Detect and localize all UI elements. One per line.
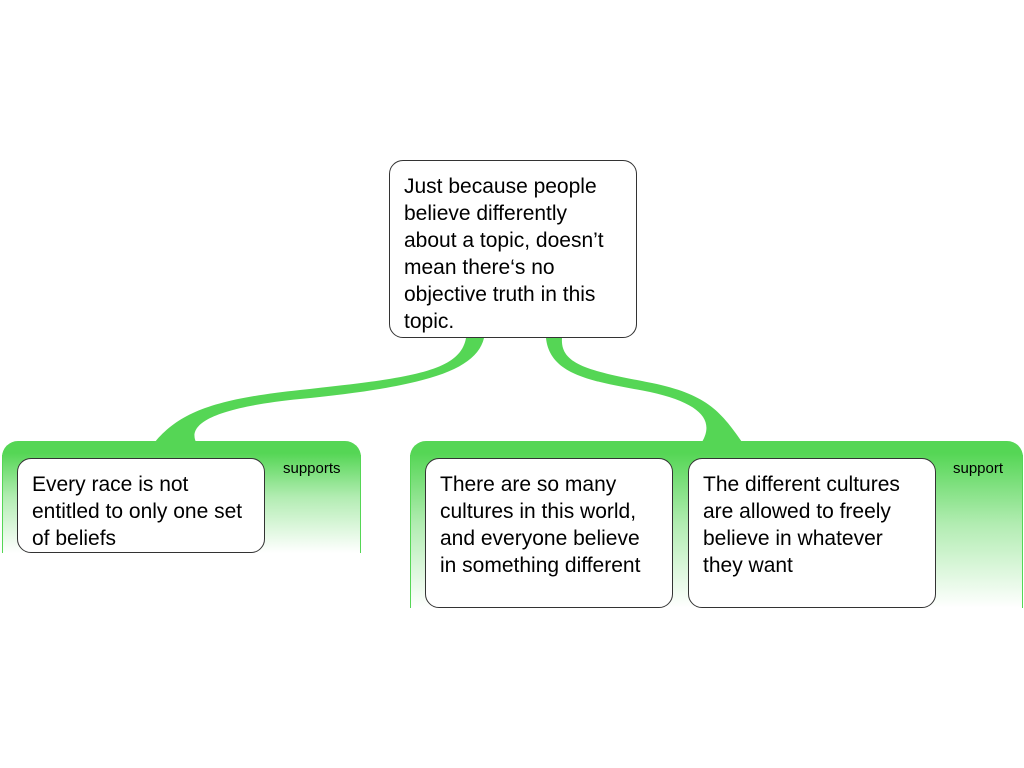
claim-box[interactable]: There are so many cultures in this world… — [425, 458, 673, 608]
relation-label-left: supports — [283, 460, 341, 477]
connector-left — [155, 338, 484, 442]
claim-box[interactable]: The different cultures are allowed to fr… — [688, 458, 936, 608]
root-claim[interactable]: Just because people believe differently … — [389, 160, 637, 338]
relation-label-right: support — [953, 460, 1004, 477]
connector-right — [546, 338, 742, 442]
claim-box[interactable]: Every race is not entitled to only one s… — [17, 458, 265, 553]
